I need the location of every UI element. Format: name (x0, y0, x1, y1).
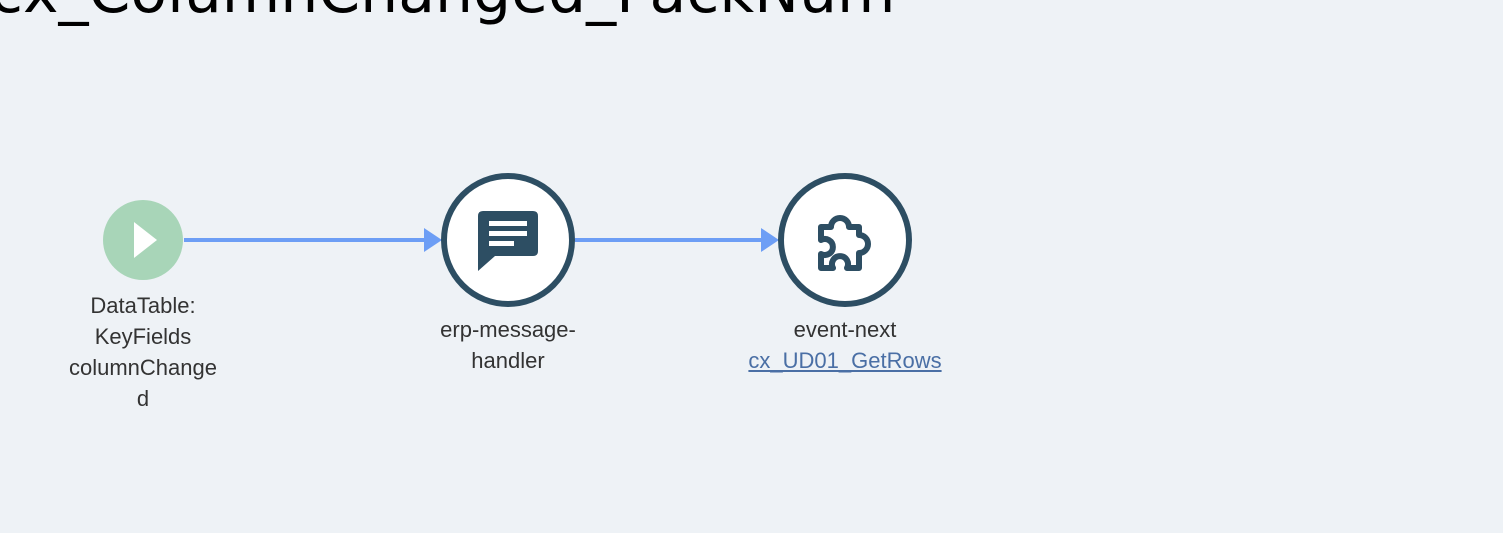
erp-message-handler-label: erp-message- handler (408, 314, 608, 376)
label-line: DataTable: (90, 293, 196, 318)
edge-start-to-handler (184, 228, 442, 252)
arrowhead-icon (761, 228, 779, 252)
erp-message-handler-node[interactable] (441, 173, 575, 307)
start-event-node[interactable] (103, 200, 183, 280)
page-title: cx_ColumnChanged_PackNum (0, 0, 895, 28)
label-line: d (136, 386, 150, 411)
event-next-node[interactable] (778, 173, 912, 307)
message-icon (478, 211, 538, 271)
workflow-link[interactable]: cx_UD01_GetRows (748, 348, 942, 373)
label-line: handler (471, 348, 545, 373)
label-line: KeyFields (94, 324, 192, 349)
label-line: event-next (793, 317, 897, 342)
start-event-label: DataTable: KeyFields columnChange d (53, 290, 233, 414)
label-line: columnChange (69, 355, 217, 380)
play-icon (134, 222, 157, 258)
event-next-label: event-next cx_UD01_GetRows (705, 314, 985, 376)
puzzle-icon (818, 215, 871, 271)
label-line: erp-message- (440, 317, 576, 342)
edge-handler-to-next (575, 228, 779, 252)
arrowhead-icon (424, 228, 442, 252)
